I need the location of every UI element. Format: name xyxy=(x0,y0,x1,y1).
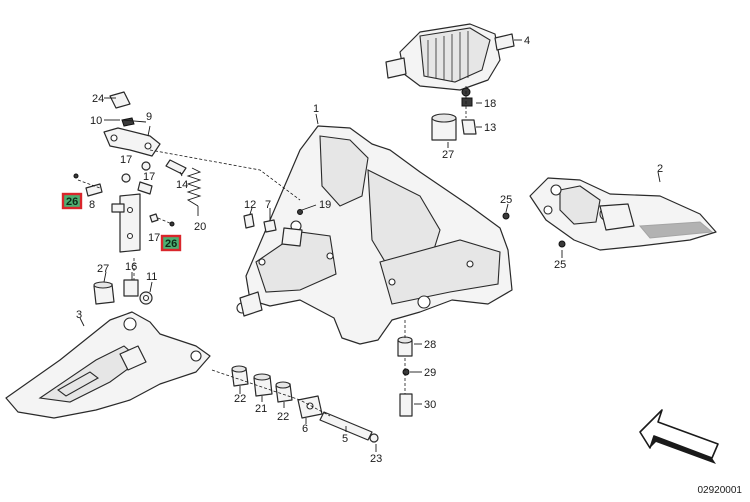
callout-14: 14 xyxy=(176,179,188,191)
assembly-lines xyxy=(77,86,467,417)
right-arm-part xyxy=(529,171,717,251)
bushing-group-right xyxy=(397,212,566,417)
highlight-label-26a: 26 xyxy=(66,196,78,208)
callout-1: 1 xyxy=(313,103,319,115)
callout-2: 2 xyxy=(657,163,663,175)
highlight-callout-26a[interactable]: 26 xyxy=(61,192,83,210)
callout-labels: 1 2 3 4 5 6 8 9 10 11 12 13 14 16 17 17 … xyxy=(76,35,663,465)
callout-27a: 27 xyxy=(97,263,109,275)
highlight-callout-26b[interactable]: 26 xyxy=(160,234,182,252)
gearbox-part xyxy=(385,23,522,97)
callout-24: 24 xyxy=(92,93,104,105)
callout-23: 23 xyxy=(370,453,382,465)
callout-6: 6 xyxy=(302,423,308,435)
callout-22b: 22 xyxy=(277,411,289,423)
callout-18: 18 xyxy=(484,98,496,110)
callout-17c: 17 xyxy=(148,232,160,244)
callout-3: 3 xyxy=(76,309,82,321)
callout-30: 30 xyxy=(424,399,436,411)
lever-linkage-part xyxy=(73,91,187,253)
spring-part xyxy=(186,167,202,207)
callout-5: 5 xyxy=(342,433,348,445)
callout-13: 13 xyxy=(484,122,496,134)
callout-20: 20 xyxy=(194,221,206,233)
callout-27b: 27 xyxy=(442,149,454,161)
bushing-group-top xyxy=(431,97,477,141)
callout-4: 4 xyxy=(524,35,530,47)
callout-7: 7 xyxy=(265,199,271,211)
callout-16: 16 xyxy=(125,261,137,273)
callout-25b: 25 xyxy=(554,259,566,271)
callout-10: 10 xyxy=(90,115,102,127)
callout-21: 21 xyxy=(255,403,267,415)
figure-code: 02920001 xyxy=(697,485,743,496)
callout-8: 8 xyxy=(89,199,95,211)
callout-17b: 17 xyxy=(143,171,155,183)
left-arm-part xyxy=(5,311,211,419)
direction-arrow-icon xyxy=(639,409,719,464)
small-hardware-part xyxy=(243,209,303,247)
callout-leaders xyxy=(103,97,563,452)
callout-17a: 17 xyxy=(120,154,132,166)
highlight-label-26b: 26 xyxy=(165,238,177,250)
callout-25a: 25 xyxy=(500,194,512,206)
callout-12: 12 xyxy=(244,199,256,211)
callout-9: 9 xyxy=(146,111,152,123)
callout-28: 28 xyxy=(424,339,436,351)
callout-19: 19 xyxy=(319,199,331,211)
bushing-group-left xyxy=(93,279,153,305)
callout-29: 29 xyxy=(424,367,436,379)
callout-22a: 22 xyxy=(234,393,246,405)
callout-11: 11 xyxy=(146,271,157,283)
main-frame-part xyxy=(236,113,513,345)
